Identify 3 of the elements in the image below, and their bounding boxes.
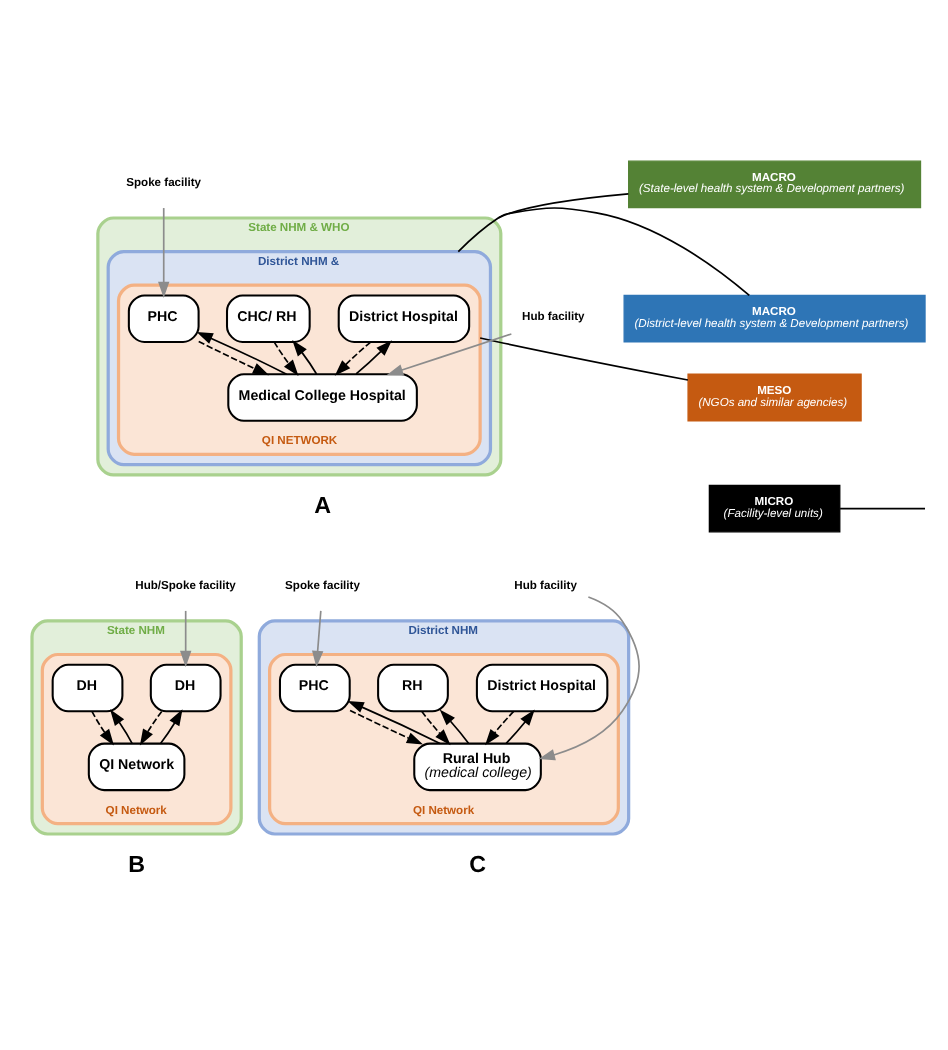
label: A [314, 491, 331, 518]
label: B [128, 850, 145, 877]
label: C [469, 850, 486, 877]
